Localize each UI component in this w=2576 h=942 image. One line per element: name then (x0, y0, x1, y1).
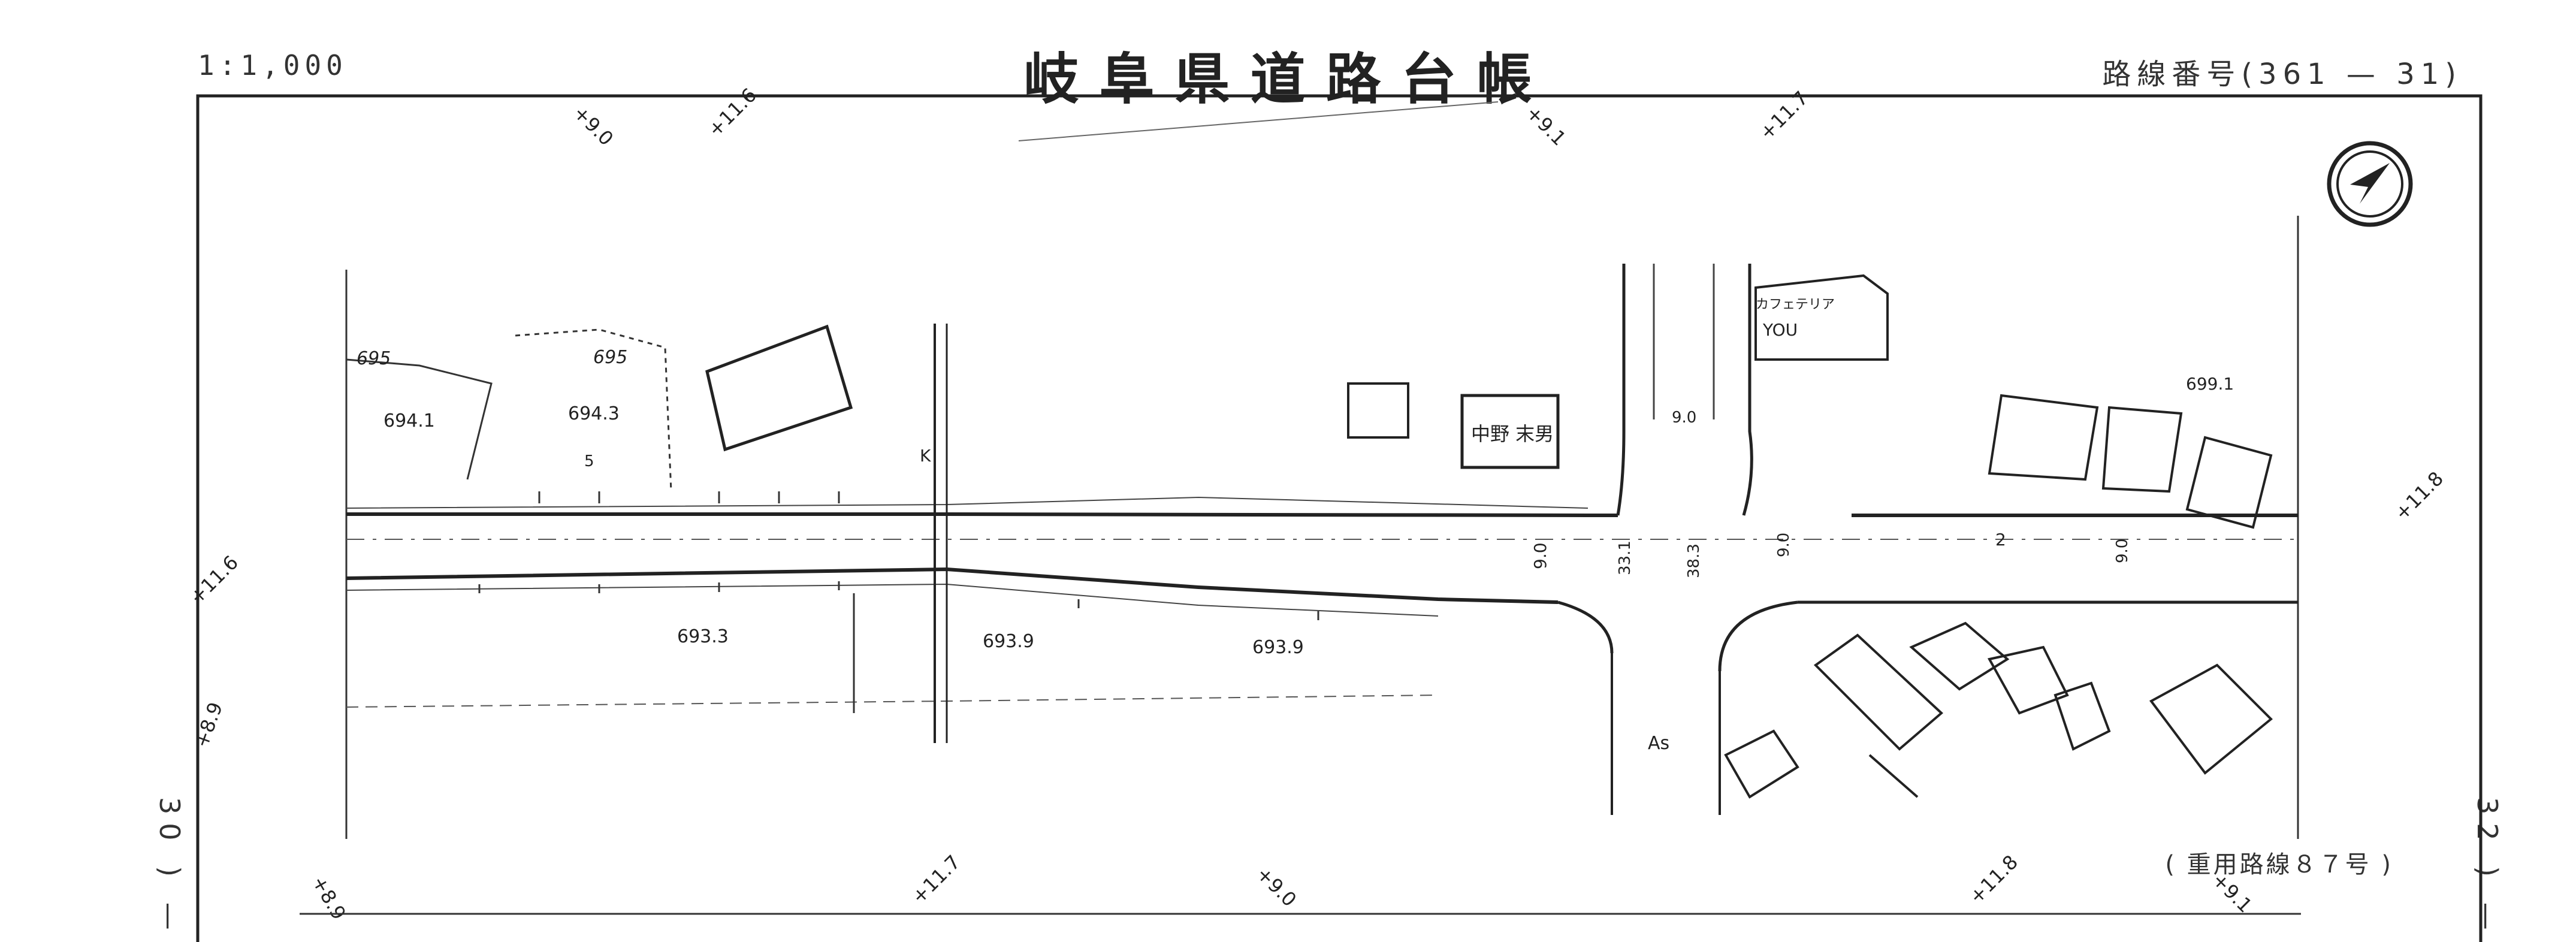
adjacent-sheet-right: 32 ) — (2471, 797, 2503, 938)
k-mark: K (920, 446, 931, 466)
elevation-label: 693.9 (983, 631, 1034, 652)
chainage-label: +9.0 (569, 101, 618, 150)
map-scale: 1:1,000 (198, 49, 348, 81)
chainage-label: +8.9 (307, 872, 351, 923)
building (705, 324, 853, 452)
dimension-label: 38.3 (1685, 544, 1703, 578)
chainage-label: +9.0 (1252, 862, 1301, 911)
chainage-label: +11.6 (703, 83, 761, 141)
building-cafeteria (1754, 274, 1889, 361)
road-edge-north (346, 512, 1618, 517)
dimension-label: 9.0 (1530, 542, 1550, 569)
dimension-label: 2 (1995, 530, 2006, 550)
chainage-label: +9.1 (1521, 101, 1571, 150)
chainage-label: +8.9 (190, 699, 227, 751)
chainage-label: +11.7 (907, 850, 965, 908)
chainage-label: +9.1 (2207, 868, 2257, 917)
north-arrow-icon (2325, 139, 2415, 229)
elevation-label: 699.1 (2186, 374, 2234, 394)
elevation-label: 694.1 (383, 410, 435, 431)
map-title: 岐阜県道路台帳 (1023, 47, 1553, 111)
elevation-label: 693.3 (677, 626, 729, 647)
building (1347, 382, 1409, 439)
contour-label: 695 (593, 347, 627, 368)
dimension-label: 9.0 (2113, 539, 2131, 563)
dimension-label: 33.1 (1616, 541, 1634, 575)
adjacent-sheet-left: 30 ) — (153, 797, 186, 938)
elevation-label: 694.3 (568, 403, 620, 424)
contour-label: 695 (357, 348, 391, 369)
surface-label: As (1648, 733, 1669, 754)
chainage-label: +11.8 (2390, 467, 2448, 524)
owner-label: 中野 末男 (1471, 422, 1554, 445)
road-edge-south (346, 567, 1559, 604)
dimension-label: 9.0 (1775, 533, 1793, 557)
elevation-label: 693.9 (1252, 637, 1304, 658)
cafeteria-name: YOU (1762, 320, 1798, 340)
chainage-label: +11.8 (1965, 850, 2022, 908)
route-number: 路線番号(361 — 31) (2102, 58, 2462, 91)
building-nakano (1460, 394, 1560, 469)
cafeteria-label: カフェテリア (1756, 297, 1835, 312)
dimension-label: 9.0 (1672, 409, 1696, 427)
dimension-label: 5 (584, 452, 594, 470)
map-frame (196, 94, 2483, 942)
chainage-label: +11.6 (185, 551, 243, 608)
duplicate-route-note: ( 重用路線８７号 ) (2165, 851, 2393, 878)
